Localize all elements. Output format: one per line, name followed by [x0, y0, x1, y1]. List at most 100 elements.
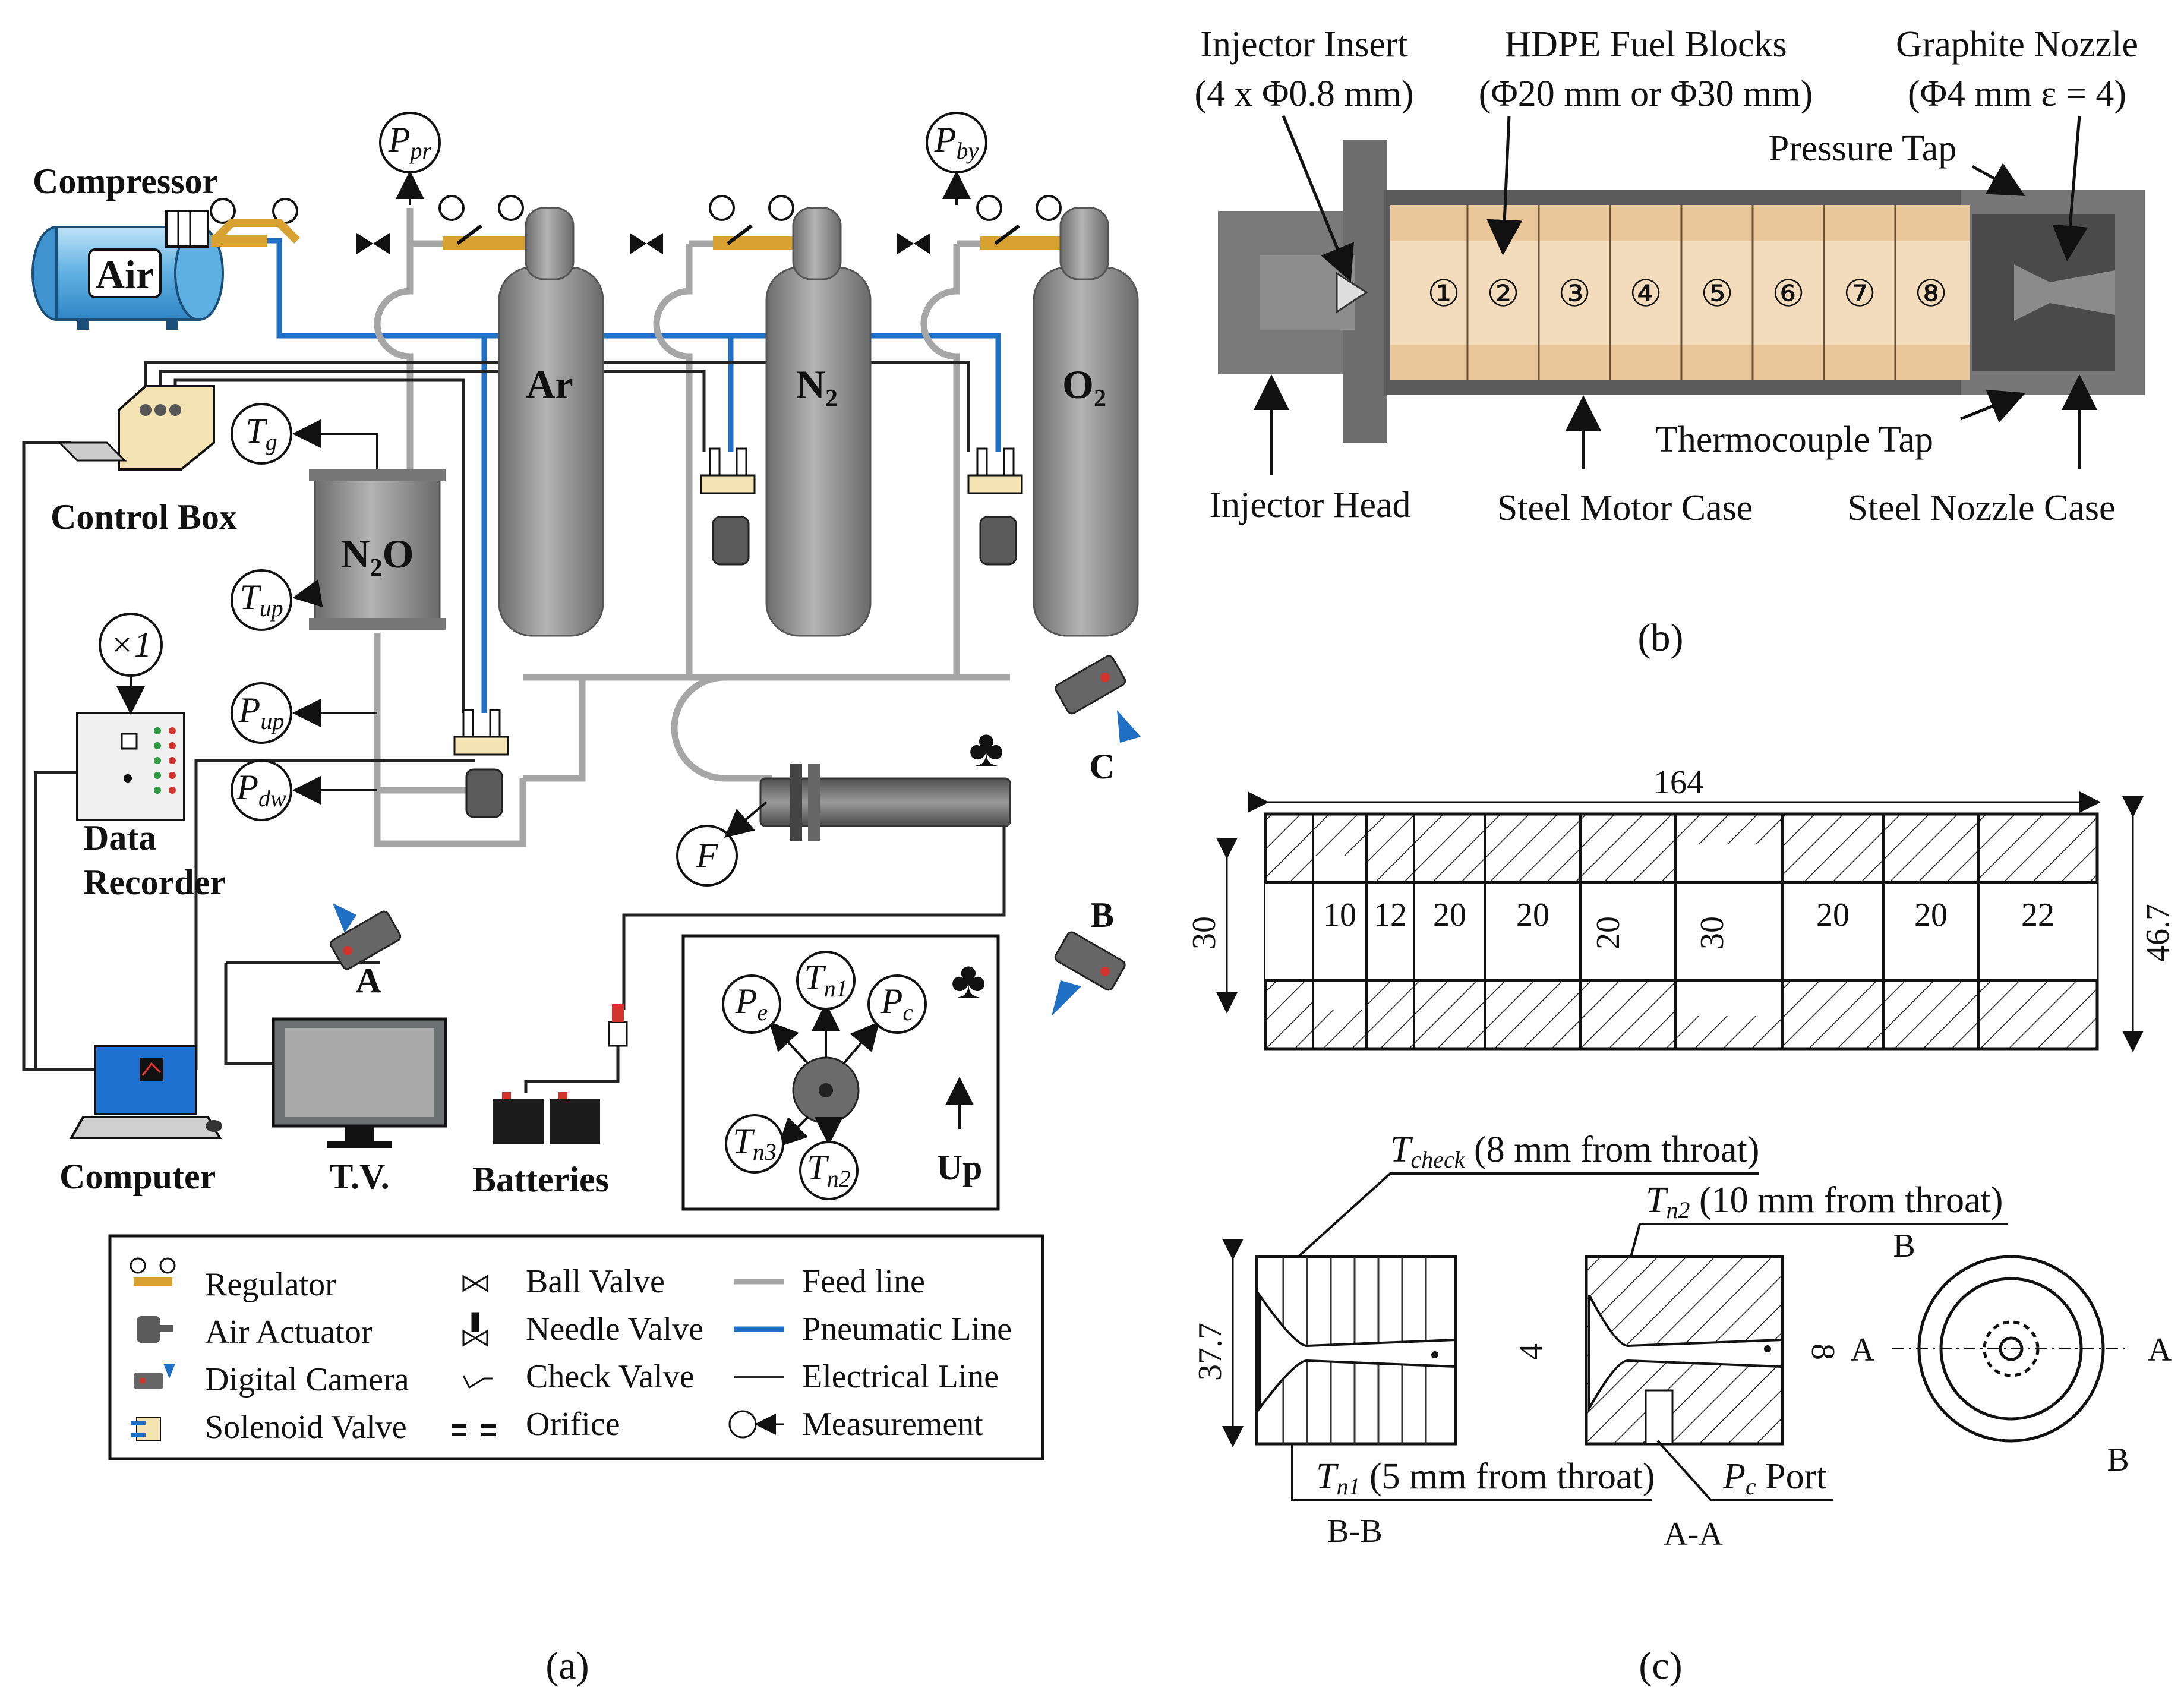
orifice-icon	[452, 1424, 496, 1436]
legend-pneumatic-line: Pneumatic Line	[802, 1311, 1012, 1348]
svg-text:30: 30	[1694, 916, 1731, 949]
compressor-label: Compressor	[33, 162, 218, 201]
nozzle-length: 37.7	[1192, 1323, 1229, 1381]
camera-icon	[134, 1364, 175, 1389]
inset-club-symbol: ♣	[951, 951, 986, 1010]
svg-text:20: 20	[1516, 897, 1549, 933]
camera-icon	[1055, 655, 1141, 743]
fuel-blocks-label: HDPE Fuel Blocks	[1504, 24, 1787, 65]
tn2-label: Tn2 (10 mm from throat)	[1646, 1180, 2003, 1223]
n2o-tank: N2O	[309, 469, 446, 630]
cut-a-left: A	[1851, 1332, 1875, 1368]
svg-text:N2: N2	[796, 362, 838, 412]
overall-diameter: 46.7	[2139, 904, 2176, 962]
argon-cylinder: Ar	[498, 207, 604, 637]
legend-solenoid-valve: Solenoid Valve	[205, 1409, 407, 1446]
svg-text:F: F	[696, 836, 719, 875]
legend-feed-line: Feed line	[802, 1263, 925, 1300]
measurement-p-dw: Pdw	[231, 759, 377, 821]
tv-monitor	[272, 1017, 447, 1148]
section-bb-label: B-B	[1327, 1513, 1382, 1550]
legend: Regulator Air Actuator Digital Camera So…	[108, 1234, 1044, 1460]
injector-insert-label: Injector Insert	[1200, 24, 1407, 65]
nozzle-section-bb	[1255, 1255, 1457, 1446]
data-recorder-label-line2: Recorder	[83, 863, 226, 902]
svg-text:⑥: ⑥	[1772, 274, 1805, 314]
cut-b-top: B	[1893, 1228, 1915, 1264]
svg-text:⑦: ⑦	[1843, 274, 1876, 314]
club-symbol: ♣	[968, 720, 1003, 778]
motor-case-label: Steel Motor Case	[1497, 488, 1753, 528]
section-aa-label: A-A	[1664, 1516, 1723, 1553]
air-label: Air	[96, 252, 154, 297]
svg-text:20: 20	[1816, 897, 1850, 933]
n2o-rest: O	[383, 531, 414, 576]
computer	[69, 1045, 222, 1139]
nitrogen-cylinder: N2	[765, 207, 872, 637]
svg-text:②: ②	[1486, 274, 1520, 314]
regulator-icon	[210, 198, 300, 247]
measurement-t-n1: Tn1	[796, 951, 856, 1010]
left-diameter: 30	[1186, 916, 1223, 949]
computer-label: Computer	[59, 1157, 216, 1196]
nozzle-label: Graphite Nozzle	[1896, 24, 2138, 65]
regulator-icon	[130, 1257, 176, 1286]
svg-text:N2O: N2O	[340, 531, 414, 582]
ball-valve-icon	[356, 233, 930, 254]
nozzle-section-aa	[1585, 1255, 1784, 1446]
measurement-t-up: Tup	[231, 569, 323, 631]
legend-check-valve: Check Valve	[526, 1358, 695, 1395]
data-recorder	[76, 712, 185, 821]
caption-a: (a)	[545, 1644, 589, 1687]
tcheck-label: Tcheck (8 mm from throat)	[1390, 1130, 1759, 1173]
measurement-f: F	[676, 801, 768, 887]
batteries	[493, 1004, 628, 1144]
svg-text:Ppr: Ppr	[388, 120, 432, 164]
nitrogen-label: N	[796, 362, 825, 407]
motor-cross-section	[1218, 140, 2145, 443]
svg-text:20: 20	[1590, 916, 1627, 949]
n2o-subscript: 2	[370, 554, 383, 582]
sensor-inset: Pe Tn1 Pc Tn3 Tn2 ♣ Up	[681, 934, 1000, 1211]
legend-ball-valve: Ball Valve	[526, 1263, 665, 1300]
measurement-p-by: Pby	[926, 112, 987, 205]
control-box-label: Control Box	[51, 497, 237, 537]
svg-text:Pup: Pup	[238, 690, 285, 734]
dim-4: 4	[1513, 1343, 1549, 1360]
legend-air-actuator: Air Actuator	[205, 1314, 373, 1351]
pc-port-label: Pc Port	[1722, 1456, 1827, 1500]
fuel-block-numbers: ① ② ③ ④ ⑤ ⑥ ⑦ ⑧	[1427, 274, 1948, 314]
svg-text:22: 22	[2021, 897, 2054, 933]
camera-c-label: C	[1089, 747, 1115, 786]
tn1-label: Tn1 (5 mm from throat)	[1316, 1456, 1655, 1500]
legend-measurement: Measurement	[802, 1406, 983, 1443]
measurement-t-n2: Tn2	[799, 1141, 859, 1200]
legend-needle-valve: Needle Valve	[526, 1311, 703, 1348]
segment-dimensions: 10 12 20 20 20 20 22 20 30	[1323, 897, 2054, 949]
svg-text:Pdw: Pdw	[236, 768, 286, 812]
injector-insert-spec: (4 x Φ0.8 mm)	[1194, 74, 1413, 114]
pressure-tap-label: Pressure Tap	[1769, 128, 1957, 169]
svg-text:Pe: Pe	[735, 982, 768, 1026]
ball-valve-icon	[462, 1275, 488, 1292]
svg-text:×1: ×1	[110, 625, 152, 664]
solenoid-valve-icon	[967, 447, 1023, 566]
panel-c: 164 30 46.7 10 12 20 20 20	[1186, 764, 2176, 1687]
svg-text:12: 12	[1374, 897, 1407, 933]
batteries-label: Batteries	[472, 1160, 609, 1199]
measurement-icon	[728, 1410, 784, 1439]
needle-valve-icon	[462, 1312, 488, 1347]
injector-head-label: Injector Head	[1209, 485, 1410, 525]
cut-b-bottom: B	[2107, 1441, 2129, 1478]
fuel-blocks-spec: (Φ20 mm or Φ30 mm)	[1479, 74, 1813, 114]
panel-a: Air Compressor	[22, 112, 1141, 1687]
svg-text:20: 20	[1433, 897, 1466, 933]
control-box	[57, 385, 215, 471]
measurement-p-up: Pup	[231, 682, 377, 744]
camera-a-label: A	[355, 961, 381, 1000]
svg-text:④: ④	[1629, 274, 1662, 314]
legend-orifice: Orifice	[526, 1406, 620, 1443]
svg-text:10: 10	[1323, 897, 1356, 933]
svg-text:20: 20	[1914, 897, 1948, 933]
overall-length: 164	[1653, 764, 1703, 801]
